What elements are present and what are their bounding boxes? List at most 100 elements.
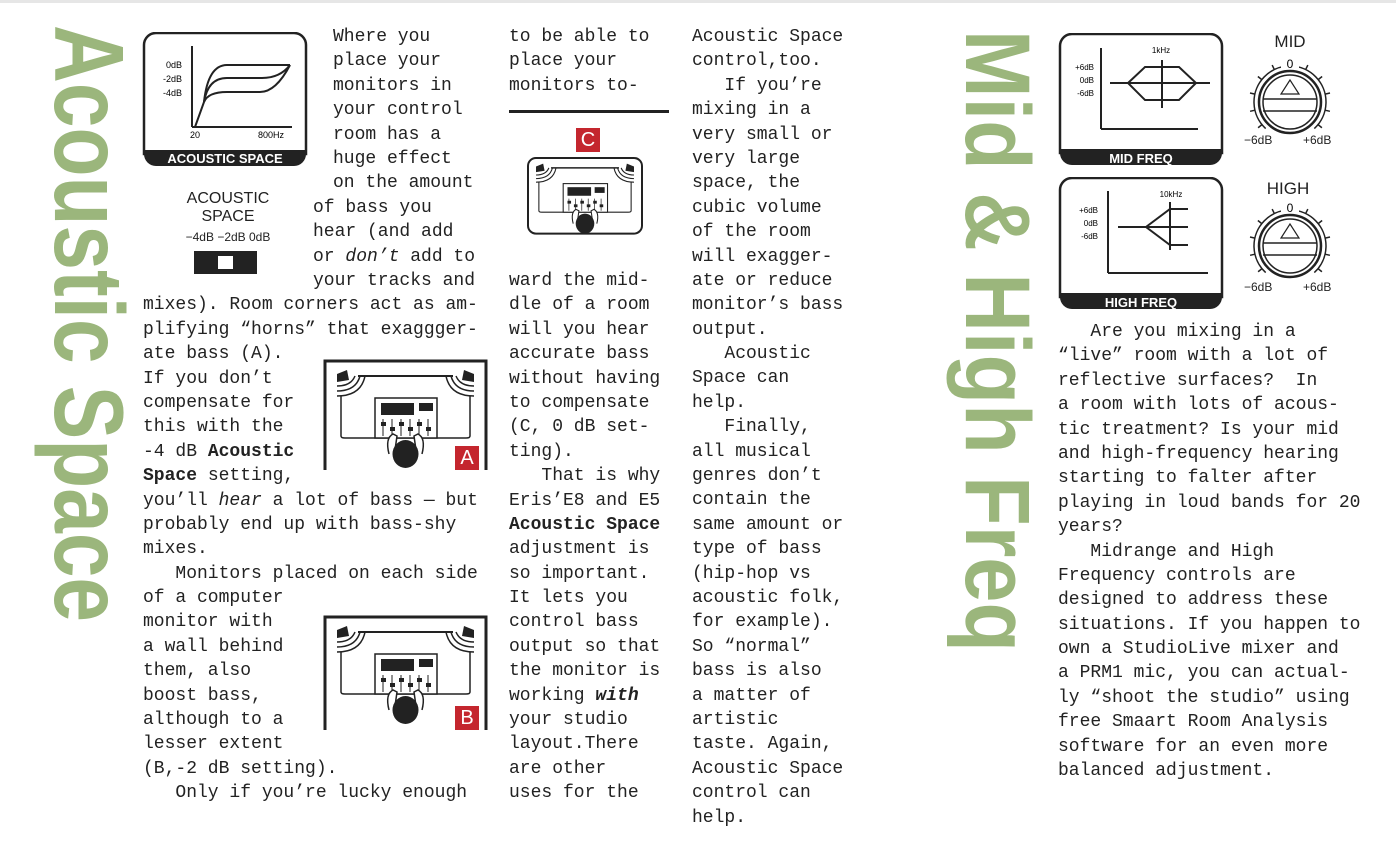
text-line: ly “shoot the studio” using: [1058, 687, 1350, 708]
text-line: cubic volume: [692, 197, 822, 218]
text-line: help.: [692, 807, 747, 828]
text-line: acoustic folk,: [692, 587, 844, 608]
text-line: balanced adjustment.: [1058, 761, 1275, 782]
text-line: Monitors placed on each side: [143, 563, 478, 584]
text-line: this with the: [143, 417, 284, 438]
text-line: place your: [333, 51, 442, 72]
heading-acoustic-space: Acoustic Space: [34, 25, 140, 622]
y-label: -2dB: [163, 74, 182, 84]
mid-knob[interactable]: 0: [1242, 52, 1338, 136]
emphasis-text: don’t: [345, 246, 400, 267]
text-line: If you don’t: [143, 368, 273, 389]
figure-label-a: A: [455, 446, 479, 470]
text-line: probably end up with bass-shy: [143, 514, 457, 535]
text-line: tic treatment? Is your mid: [1058, 419, 1339, 440]
text-line: compensate for: [143, 392, 295, 413]
text-line: all musical: [692, 441, 811, 462]
text-line: output so that: [509, 636, 661, 657]
text-line: your control: [333, 100, 463, 121]
text-line: output.: [692, 319, 768, 340]
text-line: room has a: [333, 124, 442, 145]
high-knob[interactable]: 0: [1242, 196, 1338, 280]
text-line: Space setting,: [143, 464, 478, 488]
text-line: them, also: [143, 661, 252, 682]
text-line: a wall behind: [143, 636, 284, 657]
high-knob-title: HIGH: [1266, 179, 1310, 198]
text-line: without having: [509, 368, 661, 389]
text-line: of the room: [692, 222, 811, 243]
text-line: taste. Again,: [692, 734, 833, 755]
text-line: plifying “horns” that exaggger-: [143, 319, 478, 340]
text-line: -4 dB Acoustic: [143, 440, 478, 464]
knob-center-label: 0: [1287, 57, 1294, 71]
text-line: your tracks and: [313, 270, 476, 291]
text-line: software for an even more: [1058, 736, 1329, 757]
text-line: Where you: [333, 27, 431, 47]
text-line: artistic: [692, 709, 779, 730]
x-label: 800Hz: [258, 130, 285, 140]
text-line: (B,-2 dB setting).: [143, 758, 338, 779]
text-line: (hip-hop vs: [692, 563, 811, 584]
acoustic-switch: [194, 251, 257, 274]
bold-text: Acoustic Space: [509, 514, 661, 535]
text-line: help.: [692, 392, 747, 413]
text-line: same amount or: [692, 514, 844, 535]
text-line: monitor with: [143, 612, 273, 633]
knob-center-label: 0: [1287, 201, 1294, 215]
text-line: working with: [509, 684, 660, 708]
text-line: mixing in a: [692, 100, 811, 121]
room-illustration-a: [323, 359, 488, 470]
text-line: the monitor is: [509, 661, 661, 682]
page-top-edge: [0, 0, 1396, 3]
bold-text: Acoustic: [207, 441, 295, 462]
text-line: adjustment is: [509, 539, 650, 560]
text-line: very small or: [692, 124, 833, 145]
bold-text: Space: [143, 466, 198, 487]
text-line: of bass you: [313, 197, 432, 218]
text-line: on the amount: [333, 173, 474, 194]
text-line: Space can: [692, 368, 790, 389]
emphasis-text: with: [595, 685, 639, 706]
y-label: 0dB: [1084, 219, 1098, 228]
acoustic-space-graph: ACOUSTIC SPACE 0dB -2dB -4dB 20 800Hz: [142, 32, 308, 166]
text-line: layout.There: [509, 734, 639, 755]
switch-title-line: SPACE: [201, 208, 255, 225]
text-line: It lets you: [509, 588, 628, 609]
text-line: a room with lots of acous-: [1058, 395, 1339, 416]
text-line: monitor’s bass: [692, 295, 844, 316]
mid-freq-graph: MID FREQ 1kHz +6dB 0dB -6dB: [1058, 33, 1224, 166]
text-line: Are you mixing in a: [1058, 322, 1296, 342]
x-label: 20: [190, 130, 200, 140]
text-span: a lot of bass — but: [261, 490, 478, 511]
graph-caption: MID FREQ: [1109, 151, 1173, 166]
figure-label-c: C: [576, 128, 600, 152]
switch-title-line: ACOUSTIC: [186, 190, 270, 207]
text-line: to be able to: [509, 27, 650, 47]
column-4: Are you mixing in a“live” room with a lo…: [1058, 320, 1360, 783]
text-line: Acoustic: [692, 344, 811, 365]
text-line: monitors in: [333, 75, 452, 96]
text-line: So “normal”: [692, 636, 811, 657]
text-line: (C, 0 dB set-: [509, 417, 650, 438]
y-label: 0dB: [1080, 76, 1094, 85]
text-line: reflective surfaces? In: [1058, 370, 1318, 391]
text-line: playing in loud bands for 20: [1058, 492, 1361, 513]
text-line: are other: [509, 758, 607, 779]
text-line: control bass: [509, 612, 639, 633]
text-line: so important.: [509, 563, 650, 584]
text-line: situations. If you happen to: [1058, 614, 1361, 635]
freq-label: 10kHz: [1160, 190, 1183, 199]
text-line: of a computer: [143, 588, 284, 609]
text-line: type of bass: [692, 539, 822, 560]
y-label: +6dB: [1079, 206, 1098, 215]
text-line: own a StudioLive mixer and: [1058, 639, 1339, 660]
room-illustration-c: [527, 157, 643, 235]
text-line: for example).: [692, 612, 833, 633]
text-line: place your: [509, 51, 618, 72]
column-rule: [509, 110, 669, 113]
text-line: to compensate: [509, 392, 650, 413]
text-line: dle of a room: [509, 295, 650, 316]
